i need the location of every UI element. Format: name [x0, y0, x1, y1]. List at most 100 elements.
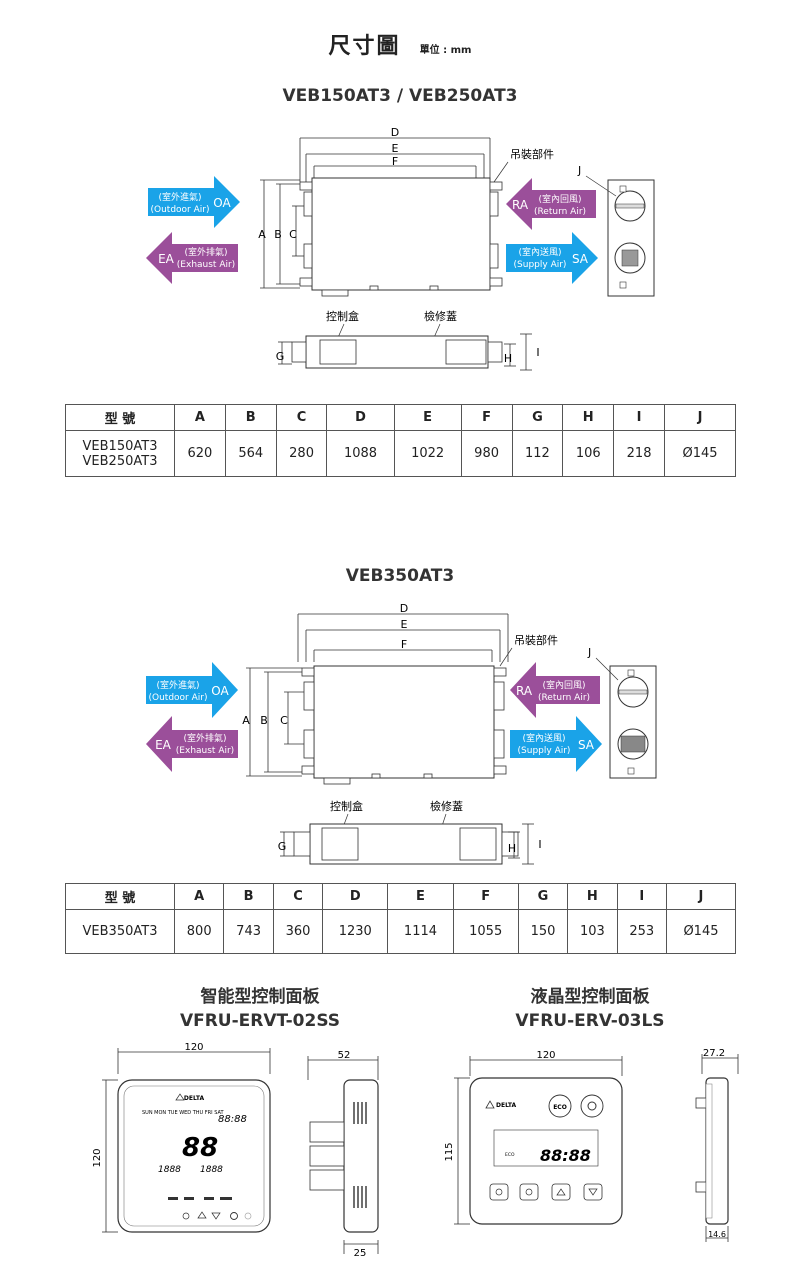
- hanger-label: 吊裝部件: [514, 633, 558, 647]
- table-header-cell: A: [173, 883, 225, 910]
- delta-logo-icon: [485, 1100, 495, 1109]
- dim-f-label: F: [401, 638, 407, 651]
- value-cell: 1022: [393, 430, 462, 477]
- ea-en: (Exhaust Air): [176, 746, 234, 756]
- power-button[interactable]: [580, 1094, 604, 1118]
- table-header-cell: J: [663, 404, 737, 431]
- ra-code: RA: [516, 684, 533, 698]
- value-cell: 800: [173, 909, 225, 954]
- sa-arrow: [510, 716, 602, 772]
- ea-code: EA: [158, 252, 175, 266]
- table-header-cell: I: [616, 883, 667, 910]
- dim-j-label: J: [577, 164, 581, 177]
- eco-button[interactable]: [548, 1094, 572, 1118]
- up-icon[interactable]: [197, 1211, 207, 1219]
- smart-brand: DELTA: [184, 1095, 205, 1102]
- dim-e-label: E: [401, 618, 408, 631]
- ea-cn: (室外排氣): [184, 246, 227, 258]
- table-header-cell: E: [393, 404, 462, 431]
- settings-button[interactable]: [489, 1183, 509, 1201]
- dim-g-label: G: [278, 840, 287, 853]
- smart-width-label: 120: [184, 1042, 203, 1053]
- table-row: VEB350AT3 800 743 360 1230 1114 1055 150…: [65, 909, 737, 954]
- lcd-panel-model: VFRU-ERV-03LS: [515, 1011, 665, 1031]
- ra-arrow: [506, 178, 596, 230]
- table-header-cell: 型 號: [65, 883, 175, 910]
- duct-ea: [303, 243, 313, 269]
- value-cell: 1114: [387, 909, 454, 954]
- smart-clock: 88:88: [218, 1114, 247, 1125]
- dim-e-label: E: [392, 142, 399, 155]
- section2-model-title: VEB350AT3: [345, 566, 455, 586]
- unit-body: [311, 177, 491, 291]
- table-header-cell: A: [174, 404, 226, 431]
- table-header-cell: D: [326, 404, 395, 431]
- value-cell: Ø145: [663, 430, 737, 477]
- table-header-cell: E: [387, 883, 454, 910]
- ra-en: (Return Air): [534, 207, 586, 217]
- side-view: [607, 179, 655, 297]
- gear-icon: [495, 1188, 503, 1196]
- clock-icon: [525, 1188, 533, 1196]
- hanger-label: 吊裝部件: [510, 147, 554, 161]
- ea-en: (Exhaust Air): [177, 260, 235, 270]
- dim-d-label: D: [400, 602, 408, 615]
- value-cell: 112: [511, 430, 564, 477]
- duct-sa: [493, 729, 505, 759]
- value-cell: Ø145: [665, 909, 737, 954]
- oa-code: OA: [211, 684, 229, 698]
- page-title: 尺寸圖: [328, 34, 401, 59]
- lcd-depth-label: 27.2: [703, 1048, 725, 1059]
- down-button[interactable]: [583, 1183, 603, 1201]
- table-header-row: 型 號 A B C D E F G H I J: [65, 883, 737, 910]
- table-header-cell: B: [223, 883, 274, 910]
- table-header-cell: C: [272, 883, 324, 910]
- value-cell: 218: [613, 430, 665, 477]
- dim-h-label: H: [504, 352, 512, 365]
- up-button[interactable]: [551, 1183, 571, 1201]
- access-cover-label: 檢修蓋: [430, 799, 463, 813]
- power-icon[interactable]: [230, 1212, 238, 1220]
- value-cell: 743: [223, 909, 274, 954]
- dim-g-label: G: [276, 350, 285, 363]
- value-cell: 150: [517, 909, 569, 954]
- table-header-cell: 型 號: [65, 404, 175, 431]
- smart-right-num: 1888: [200, 1165, 223, 1175]
- page-header: 尺寸圖 單位 : mm: [0, 28, 800, 60]
- lcd-height-label: 115: [444, 1142, 455, 1161]
- table-row: VEB150AT3 VEB250AT3 620 564 280 1088 102…: [65, 430, 737, 477]
- spec-table-1: 型 號 A B C D E F G H I J VEB150AT3 VEB250…: [65, 404, 737, 477]
- duct-ra: [493, 681, 505, 711]
- lcd-brand: DELTA: [496, 1102, 517, 1109]
- timer-button[interactable]: [519, 1183, 539, 1201]
- table-header-row: 型 號 A B C D E F G H I J: [65, 404, 737, 431]
- table-header-cell: G: [511, 404, 564, 431]
- duct-sa: [489, 243, 499, 269]
- smart-left-num: 1888: [158, 1165, 181, 1175]
- ra-cn: (室內回風): [542, 679, 585, 691]
- eco-label: ECO: [553, 1104, 567, 1111]
- clock-icon[interactable]: [182, 1212, 190, 1220]
- dim-b-label: B: [274, 228, 282, 241]
- lcd-panel-title: 液晶型控制面板 VFRU-ERV-03LS: [470, 985, 710, 1033]
- value-cell: 360: [272, 909, 324, 954]
- value-cell: 1055: [452, 909, 519, 954]
- sa-en: (Supply Air): [514, 260, 567, 270]
- oa-en: (Outdoor Air): [149, 693, 208, 703]
- sa-en: (Supply Air): [518, 746, 571, 756]
- value-cell: 564: [224, 430, 277, 477]
- down-icon[interactable]: [211, 1212, 221, 1220]
- dim-c-label: C: [280, 714, 288, 727]
- oa-en: (Outdoor Air): [151, 205, 210, 215]
- lcd-width-label: 120: [536, 1050, 555, 1061]
- ea-cn: (室外排氣): [183, 732, 226, 744]
- dim-c-label: C: [289, 228, 297, 241]
- lcd-eco: ECO: [505, 1152, 515, 1158]
- table-header-cell: F: [460, 404, 513, 431]
- table-header-cell: H: [567, 883, 618, 910]
- smart-base-label: 25: [354, 1248, 367, 1259]
- table-header-cell: I: [613, 404, 665, 431]
- sa-code: SA: [578, 738, 595, 752]
- control-box-label: 控制盒: [330, 799, 363, 813]
- model-cell: VEB350AT3: [65, 909, 175, 954]
